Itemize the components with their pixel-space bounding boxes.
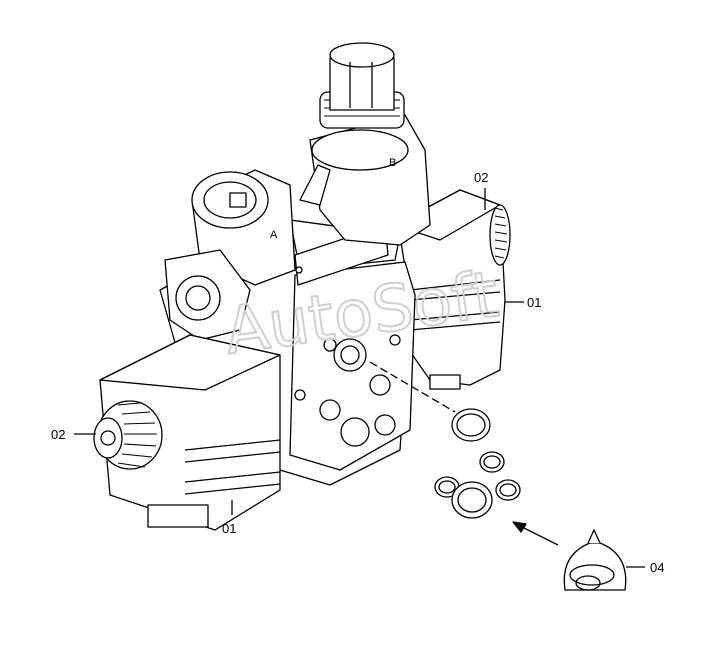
left-knurled-nut xyxy=(93,400,163,470)
seal-kit-bag xyxy=(563,529,627,591)
port-a-label: A xyxy=(270,229,278,241)
port-block-b xyxy=(299,114,431,246)
callout-04: 04 xyxy=(650,560,664,575)
right-solenoid-coil xyxy=(394,189,506,390)
port-block-a xyxy=(164,169,296,341)
seal-leader xyxy=(369,361,456,413)
callout-leaders xyxy=(74,188,645,568)
kit-arrow xyxy=(512,521,559,546)
seal-set xyxy=(434,408,521,519)
callout-02-left: 02 xyxy=(51,427,65,442)
left-solenoid-coil xyxy=(99,334,281,531)
right-knurled-nut xyxy=(489,204,511,266)
callout-01-right: 01 xyxy=(527,295,541,310)
callout-02-right: 02 xyxy=(474,170,488,185)
port-b-label: B xyxy=(389,157,396,169)
top-cap xyxy=(319,42,405,129)
callout-01-bottom: 01 xyxy=(222,521,236,536)
